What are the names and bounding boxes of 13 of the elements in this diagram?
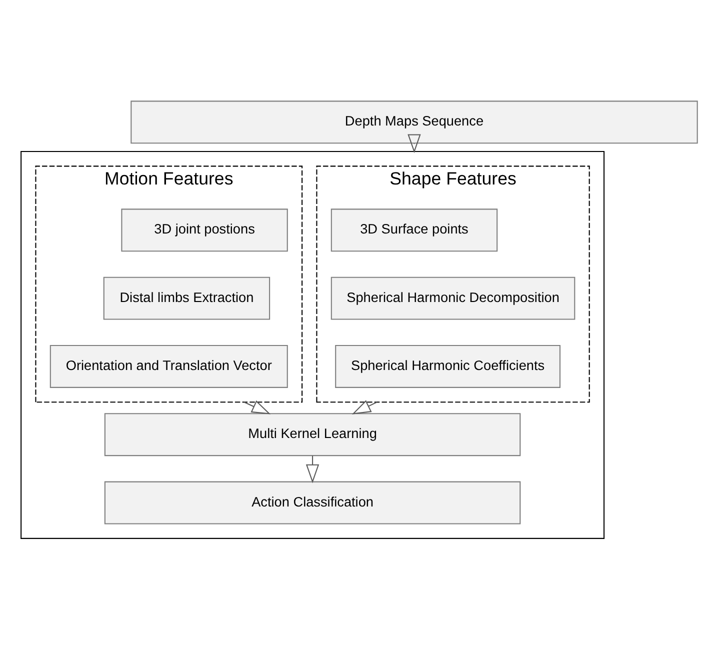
node-box: 3D Surface points: [330, 208, 498, 252]
node-box: Spherical Harmonic Decomposition: [330, 276, 576, 320]
node-box: Action Classification: [104, 480, 521, 524]
node-box: Distal limbs Extraction: [103, 276, 270, 320]
arrow: [244, 400, 271, 414]
node-box: 3D joint postions: [121, 208, 288, 252]
arrow: [306, 455, 320, 483]
node-box: Orientation and Translation Vector: [50, 344, 288, 388]
arrow: [352, 400, 378, 414]
node-box: Multi Kernel Learning: [104, 412, 521, 456]
cluster: [20, 150, 605, 538]
arrow: [408, 134, 421, 153]
node-box: Spherical Harmonic Coefficients: [335, 344, 560, 388]
